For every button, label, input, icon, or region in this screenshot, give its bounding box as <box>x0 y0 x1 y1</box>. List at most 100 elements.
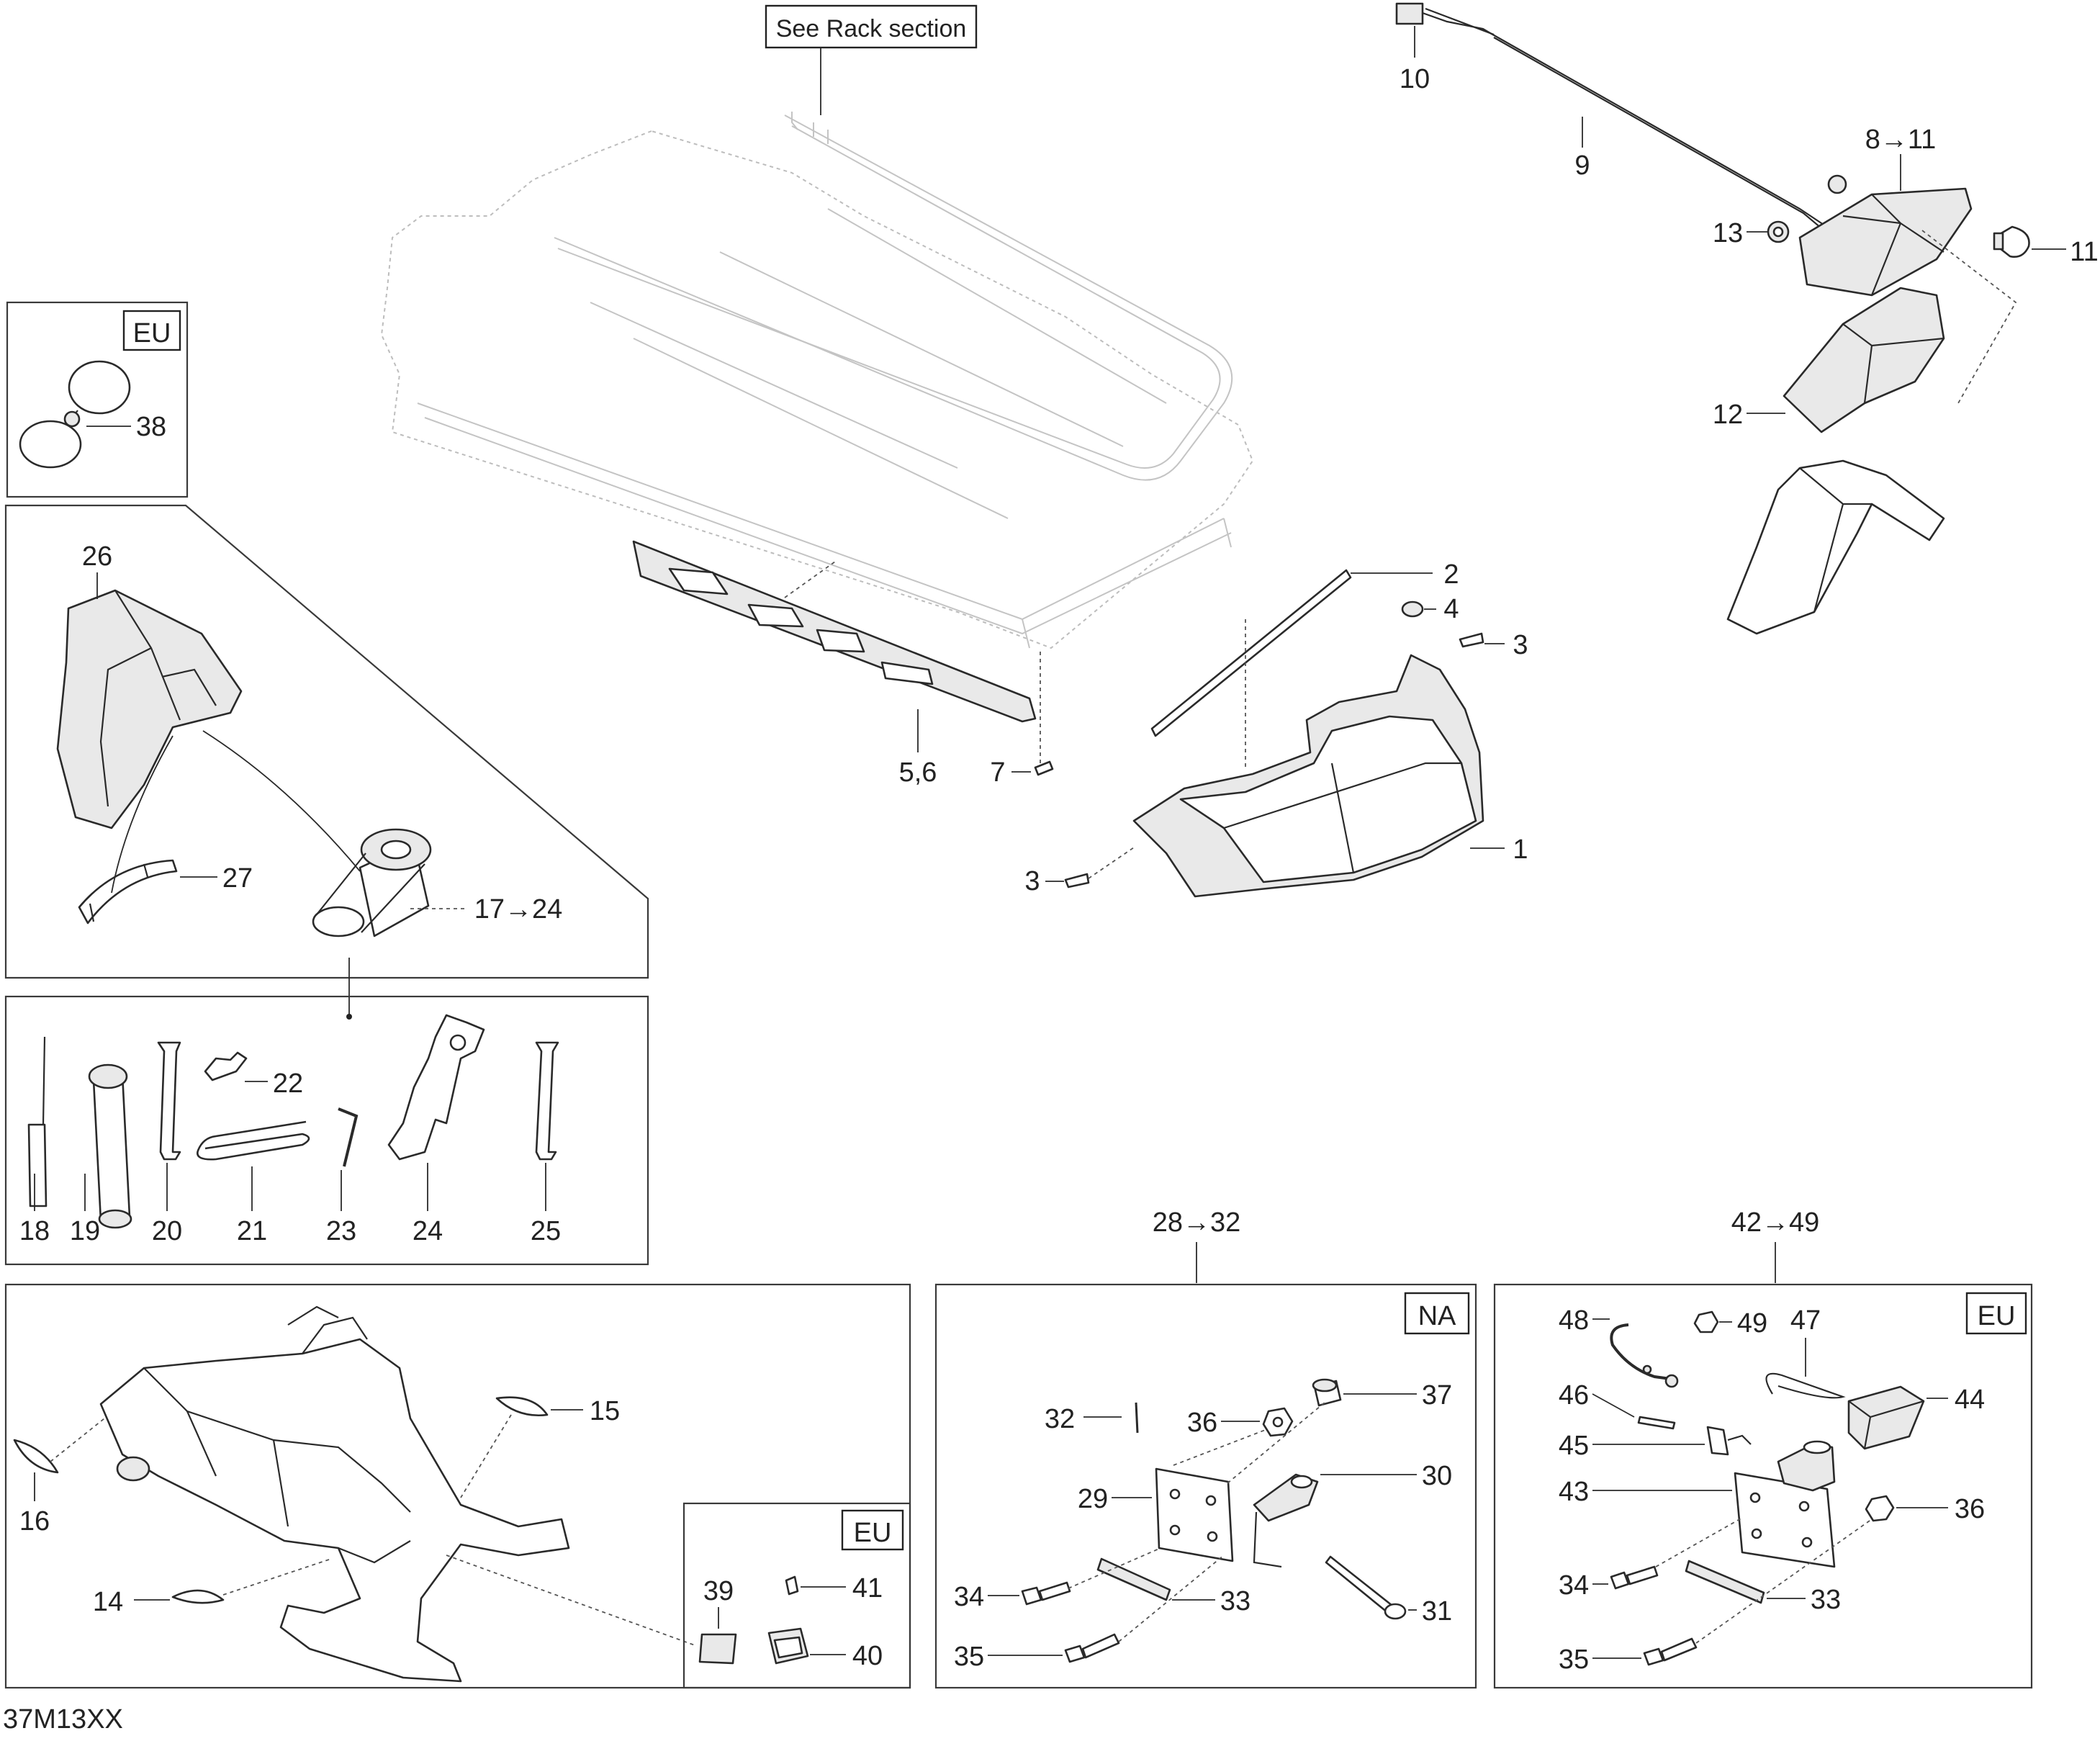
label-p48: 48 <box>1559 1305 1589 1336</box>
label-p33-na: 33 <box>1220 1586 1250 1616</box>
tool-tube-17 <box>312 828 432 937</box>
label-p16: 16 <box>19 1506 50 1537</box>
label-p29: 29 <box>1078 1484 1108 1514</box>
label-p42-49: 42→49 <box>1731 1207 1820 1238</box>
skid-plate-5 <box>632 540 1037 723</box>
skid-plate-dash <box>784 561 836 598</box>
label-p25: 25 <box>531 1216 561 1246</box>
tail-light-lens-8 <box>1798 187 1973 297</box>
bracket-29 <box>1155 1467 1234 1562</box>
label-p41: 41 <box>852 1573 883 1603</box>
reflector-box <box>4 1283 911 1689</box>
bolt-31 <box>1325 1555 1407 1620</box>
label-p20: 20 <box>152 1216 182 1246</box>
label-p26: 26 <box>82 541 112 572</box>
strap-27 <box>78 859 178 925</box>
label-p49: 49 <box>1737 1308 1767 1339</box>
label-p3b: 3 <box>1024 866 1040 896</box>
label-p44: 44 <box>1955 1385 1985 1415</box>
label-p7: 7 <box>990 757 1005 788</box>
label-p43: 43 <box>1559 1477 1589 1507</box>
gasket-33-eu <box>1685 1560 1765 1604</box>
screw-3b-dash <box>1088 845 1137 879</box>
label-p14: 14 <box>93 1587 123 1617</box>
tool-bag-26 <box>56 589 243 829</box>
eu-tag-plate <box>841 1509 904 1551</box>
eu-dash-a <box>1655 1517 1873 1644</box>
snowmobile-outline <box>99 1305 570 1683</box>
reflector-14-dash <box>222 1558 332 1596</box>
label-p8-11: 8→11 <box>1865 125 1937 155</box>
latch-45 <box>1706 1426 1752 1456</box>
label-p34-na: 34 <box>954 1582 984 1612</box>
label-p32: 32 <box>1045 1404 1075 1434</box>
tail-light-housing-12 <box>1726 287 1945 635</box>
bolt-35-eu <box>1643 1637 1698 1666</box>
nut-41 <box>785 1575 799 1596</box>
eu-bracket-box <box>1493 1283 2033 1689</box>
label-p3a: 3 <box>1513 630 1528 660</box>
label-p45: 45 <box>1559 1431 1589 1461</box>
figure-code: 37M13XX <box>3 1704 123 1735</box>
na-tag <box>1404 1292 1470 1335</box>
nut-36-eu <box>1865 1495 1895 1522</box>
eu-tag-mirror-text: EU <box>133 318 171 348</box>
eu-mirror-box <box>6 301 189 498</box>
reflector-16 <box>13 1439 59 1474</box>
na-tag-text: NA <box>1418 1301 1456 1331</box>
tool-24 <box>387 1014 485 1161</box>
label-p4: 4 <box>1443 594 1459 624</box>
label-p2: 2 <box>1443 559 1459 590</box>
tool-21 <box>197 1120 310 1161</box>
tool-23 <box>338 1107 359 1167</box>
grommet-13 <box>1767 174 1847 243</box>
label-p9: 9 <box>1574 150 1590 181</box>
label-p24: 24 <box>413 1216 443 1246</box>
eu-plate-box <box>682 1502 911 1689</box>
label-p47: 47 <box>1790 1305 1821 1336</box>
mirror-38 <box>19 360 131 469</box>
rivet-7 <box>1034 760 1054 776</box>
leader-p46 <box>1592 1393 1635 1418</box>
rack-note-box <box>765 4 978 49</box>
nut-36-na <box>1262 1407 1294 1437</box>
eu-plate-dash <box>446 1555 695 1646</box>
label-p5-6: 5,6 <box>899 757 937 788</box>
na-bracket-box <box>934 1283 1477 1689</box>
reflector-14 <box>171 1589 225 1604</box>
screw-3a <box>1459 632 1484 648</box>
bag-pointer-a <box>111 735 174 894</box>
label-p46: 46 <box>1559 1380 1589 1411</box>
label-p10: 10 <box>1400 64 1430 94</box>
label-p38: 38 <box>136 412 166 442</box>
washer-4 <box>1401 600 1424 618</box>
label-p40: 40 <box>852 1641 883 1671</box>
eu-tag-plate-text: EU <box>854 1518 892 1548</box>
tool-22 <box>204 1051 248 1081</box>
toolkit-box <box>4 504 649 979</box>
plate-39 <box>698 1633 737 1665</box>
tool-20 <box>157 1041 181 1161</box>
tools-box <box>4 995 649 1266</box>
label-p36-eu: 36 <box>1955 1494 1985 1524</box>
label-p33-eu: 33 <box>1811 1585 1841 1615</box>
nut-49 <box>1693 1310 1719 1333</box>
clip-47 <box>1765 1372 1846 1399</box>
na-dash-a <box>1173 1402 1325 1484</box>
label-p17-24: 17→24 <box>474 894 563 925</box>
label-p22: 22 <box>273 1069 303 1099</box>
bracket-44 <box>1847 1385 1925 1450</box>
label-p19: 19 <box>70 1216 100 1246</box>
rack-note: See Rack section <box>776 15 967 42</box>
label-p27: 27 <box>222 863 253 894</box>
rack-ghost <box>380 112 1254 649</box>
label-p39: 39 <box>703 1576 734 1606</box>
label-p15: 15 <box>590 1396 620 1426</box>
bag-pointer-b <box>202 730 361 872</box>
label-p13: 13 <box>1713 218 1743 248</box>
bolt-34-na <box>1021 1581 1071 1606</box>
tool-19 <box>88 1063 132 1229</box>
harness-connector-10 <box>1395 2 1495 36</box>
lanyard-48 <box>1610 1323 1679 1388</box>
